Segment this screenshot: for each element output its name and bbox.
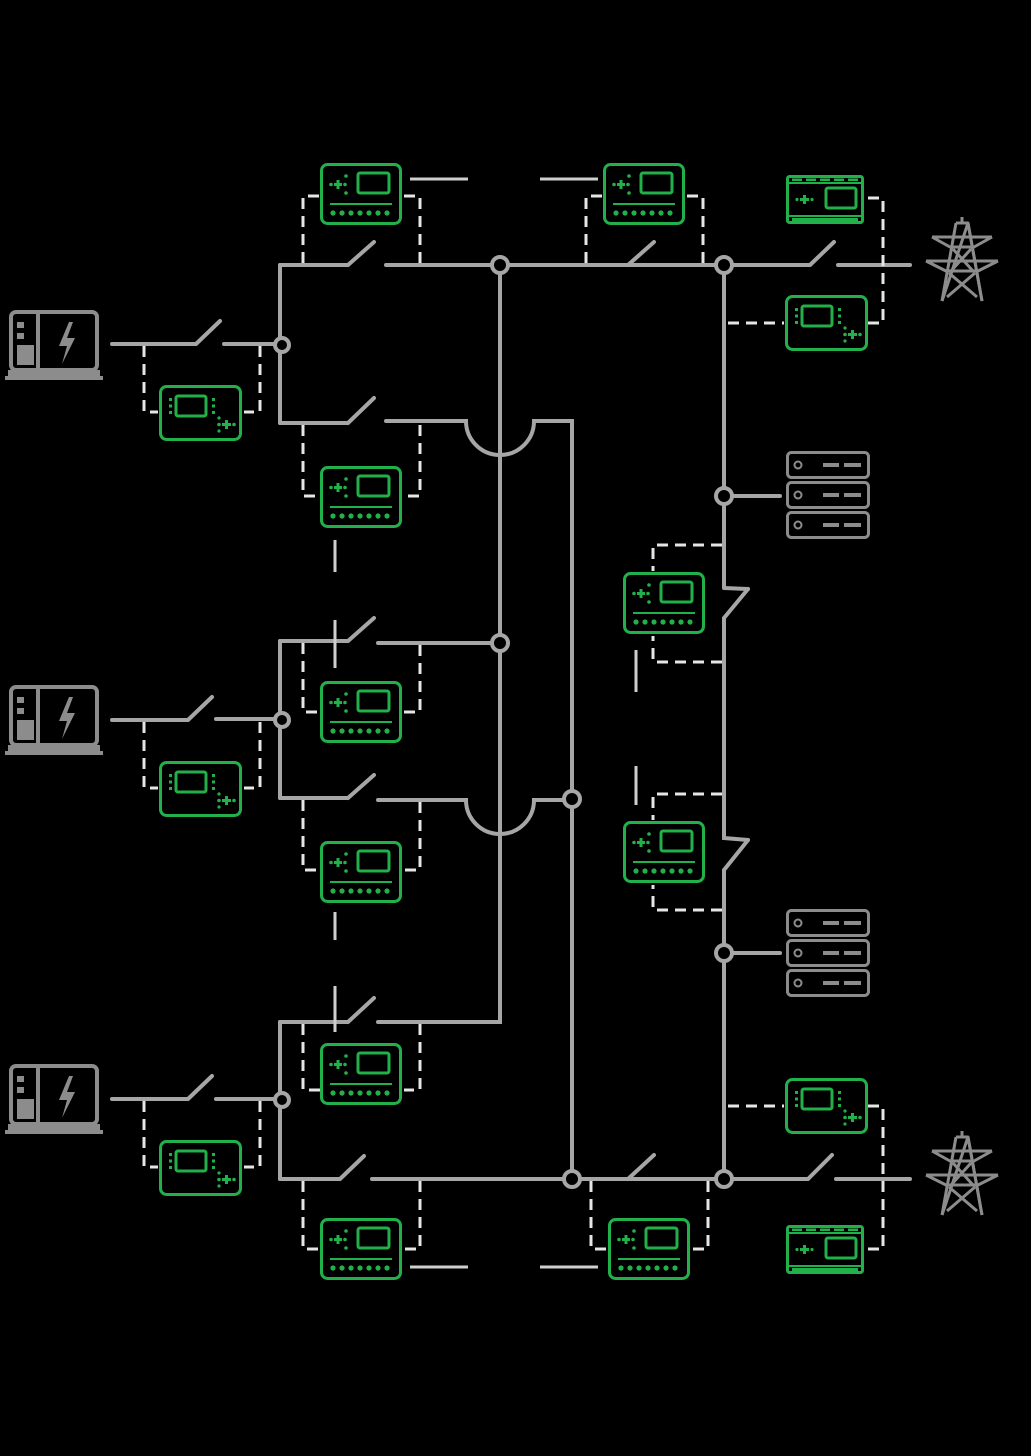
controller-module-icon [320,466,402,528]
controller-module-wide-icon [786,175,864,224]
gen3-feed-line [110,1074,282,1101]
gen1-feed-line [110,319,282,346]
controller-module-icon [608,1218,690,1280]
gen2-feed-line [110,695,282,722]
signal-link [301,800,422,872]
server-rack-icon [786,481,870,509]
bus-node-icon [714,255,734,275]
controller-module-icon [623,821,705,883]
server-rack-icon [786,939,870,967]
bus-nodes [273,255,734,1189]
signal-link [651,543,722,664]
bus-node-icon [562,789,582,809]
bus-node-icon [714,943,734,963]
controller-module-icon [320,1218,402,1280]
controller-module-wide-icon [786,1225,864,1274]
controller-module-icon [785,295,868,351]
controller-module-icon [320,163,402,225]
signal-link [301,1181,422,1251]
gen2-lower-branch [278,773,574,836]
signal-link [301,1024,422,1092]
server-rack-icon [786,909,870,937]
signal-link [651,792,722,912]
gen1-upper-branch [278,240,726,267]
signal-link [584,194,705,263]
bus-node-icon [714,1169,734,1189]
signal-link [142,722,262,790]
server-rack-icon [786,511,870,539]
utility-bottom-line [722,1153,912,1181]
bus-node-icon [273,1091,291,1109]
bus-node-icon [562,1169,582,1189]
transmission-tower-icon [924,215,1000,303]
controller-module-icon [785,1078,868,1134]
controller-module-icon [320,841,402,903]
signal-link [301,194,422,263]
generator-icon [3,685,105,757]
gen3-lower-branch [278,1154,726,1181]
controller-module-icon [623,572,705,634]
bus-node-icon [490,633,510,653]
signal-link [142,346,262,414]
controller-module-icon [320,681,402,743]
controller-module-icon [159,761,242,817]
gen1-lower-branch [278,396,574,1180]
right-bus-middle [722,587,750,842]
signal-link [142,1101,262,1169]
controller-module-icon [603,163,685,225]
utility-top-line [722,240,912,267]
tie-breaker-top [598,240,656,267]
signal-link [301,425,422,498]
signal-link [301,643,422,714]
load-rack-top [786,451,870,539]
controller-module-icon [159,1140,242,1196]
gen3-upper-branch [278,263,502,1024]
bus-node-icon [273,336,291,354]
right-bus-lower [722,838,750,1181]
generator-icon [3,1064,105,1136]
load-rack-bottom [786,909,870,997]
server-rack-icon [786,451,870,479]
bus-node-icon [273,711,291,729]
generator-icon [3,310,105,382]
controller-module-icon [159,385,242,441]
controller-module-icon [320,1043,402,1105]
signal-link [728,1104,885,1251]
transmission-tower-icon [924,1129,1000,1217]
signal-links [142,177,885,1269]
gen2-upper-branch [278,616,502,645]
bus-node-icon [490,255,510,275]
signal-link [589,1181,710,1251]
bus-node-icon [714,486,734,506]
server-rack-icon [786,969,870,997]
right-bus-upper [722,263,750,591]
tie-breaker-bottom [598,1153,656,1181]
busbar-lines [110,240,912,1181]
signal-link [728,196,885,325]
